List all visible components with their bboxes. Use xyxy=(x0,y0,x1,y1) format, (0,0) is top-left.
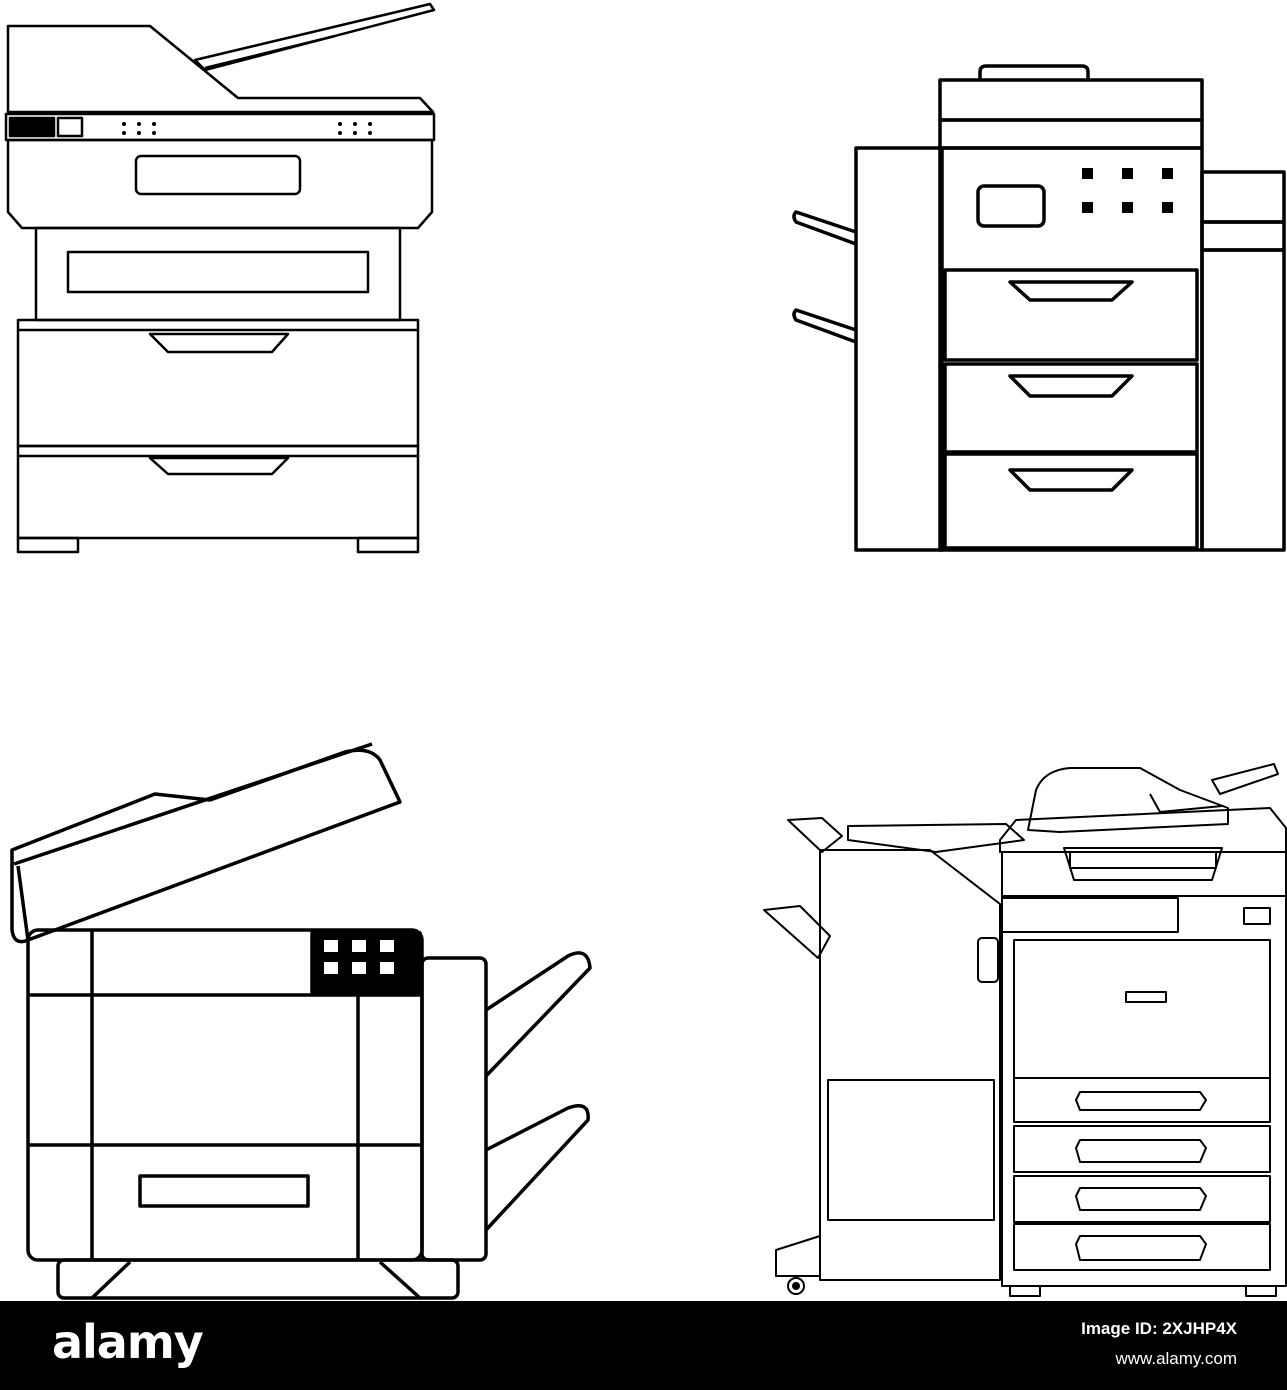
footer-bar: alamy Image ID: 2XJHP4X www.alamy.com xyxy=(0,1301,1287,1390)
office-copier-with-side-trays-icon xyxy=(792,64,1286,552)
image-id-label: Image ID: 2XJHP4X xyxy=(1081,1319,1237,1338)
copier-open-lid-with-trays-icon xyxy=(10,742,592,1300)
compact-multifunction-copier-icon xyxy=(4,2,436,554)
brand-logo: alamy xyxy=(52,1315,204,1369)
site-url: www.alamy.com xyxy=(1115,1349,1237,1368)
large-office-copier-with-finisher-icon xyxy=(763,763,1287,1297)
illustration-canvas xyxy=(4,2,1287,1300)
